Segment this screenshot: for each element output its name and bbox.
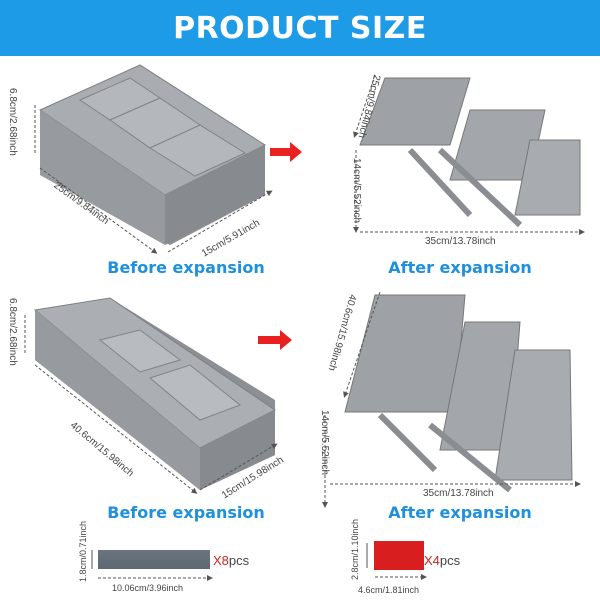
arrow-icon (258, 330, 292, 350)
arrow-icon (270, 142, 302, 162)
after2-height-label: 14cm/5.52inch (319, 410, 330, 476)
page-title: PRODUCT SIZE (173, 10, 427, 46)
folded-tray-small (38, 64, 267, 245)
header-banner: PRODUCT SIZE (0, 0, 600, 56)
after1-width-label: 35cm/13.78inch (425, 236, 496, 247)
before2-height-label: 6.8cm/2.68inch (7, 298, 18, 366)
row2-before-caption: Before expansion (107, 503, 265, 522)
clip-height-label: 2.8cm/1.10inch (350, 518, 360, 580)
before1-height-label: 6.8cm/2.68inch (7, 88, 18, 156)
clip-piece (374, 541, 424, 570)
divider-width-label: 10.06cm/3.96inch (112, 583, 184, 593)
row1-before-caption: Before expansion (107, 258, 265, 277)
divider-strip (98, 550, 210, 569)
row2-after-caption: After expansion (388, 503, 532, 522)
expanded-tray-large (322, 291, 581, 508)
divider-height-label: 1.8cm/0.71inch (78, 520, 88, 582)
clip-width-label: 4.6cm/1.81inch (358, 585, 420, 595)
clip-quantity: X4pcs (424, 553, 461, 568)
divider-quantity: X8pcs (213, 553, 250, 568)
after2-width-label: 35cm/13.78inch (423, 488, 494, 499)
row1-after-caption: After expansion (388, 258, 532, 277)
expanded-tray-small (353, 74, 585, 235)
after1-height-label: 14cm/5.52inch (351, 158, 362, 224)
folded-tray-large (33, 297, 276, 490)
